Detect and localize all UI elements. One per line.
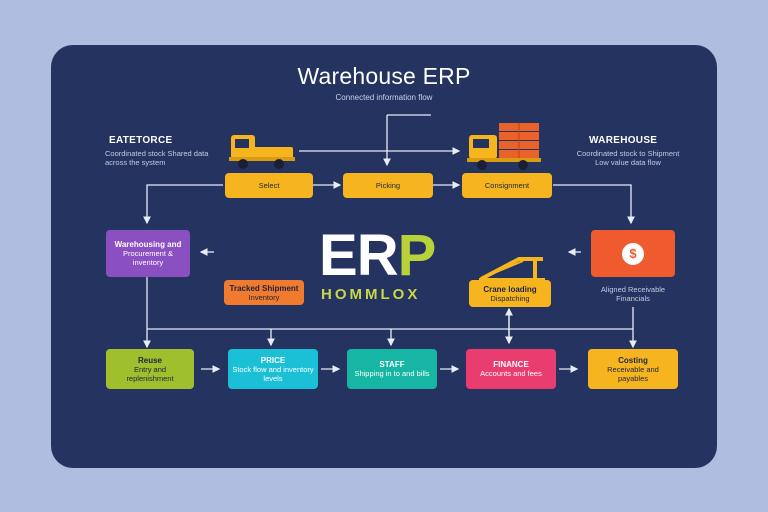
picking-step-label: Picking [375, 181, 401, 190]
erp-logo-letter: R [356, 223, 399, 288]
staff-box-desc: Shipping in to and bills [354, 369, 430, 378]
finance-box-title: FINANCE [493, 360, 529, 369]
finance-card-label-1: Aligned Receivable [600, 285, 666, 294]
price-box-desc: Stock flow and inventory levels [232, 364, 314, 383]
warehousing-card-desc: Procurement & inventory [122, 249, 174, 267]
warehousing-card: Warehousing and Procurement & inventory [106, 230, 190, 277]
tracked-shipment-desc: Inventory [248, 292, 280, 302]
reuse-box-desc: Entry and replenishment [126, 364, 174, 383]
erp-logo: ERP [319, 227, 436, 285]
left-section-title: EATETORCE [109, 135, 173, 146]
subtitle: Connected information flow [335, 93, 433, 102]
right-section-desc: Coordinated stock to Shipment Low value … [576, 149, 680, 167]
crane-icon [479, 257, 545, 282]
price-box-title: PRICE [260, 355, 286, 365]
right-section-title: WAREHOUSE [589, 135, 658, 146]
finance-card-label: Aligned Receivable Financials [577, 285, 689, 303]
price-box: PRICE Stock flow and inventory levels [228, 349, 318, 389]
connector-lines [143, 114, 637, 373]
erp-subtitle: HOMMLOX [321, 286, 421, 303]
crane-loading-desc: Dispatching [490, 293, 530, 303]
finance-card-label-2: Financials [616, 294, 650, 303]
crane-loading-box: Crane loading Dispatching [469, 280, 551, 307]
cargo-truck-icon [467, 123, 541, 170]
tracked-shipment-box: Tracked Shipment Inventory [224, 280, 304, 305]
costing-box: Costing Receivable and payables [588, 349, 678, 389]
finance-card: $ [591, 230, 675, 277]
staff-box-title: STAFF [379, 360, 405, 369]
dollar-symbol: $ [629, 246, 637, 261]
left-section-desc: Coordinated stock Shared data across the… [105, 149, 209, 167]
delivery-truck-icon [229, 135, 295, 169]
costing-box-title: Costing [618, 355, 648, 365]
erp-logo-letter: E [319, 223, 358, 288]
consignment-step-label: Consignment [484, 181, 530, 190]
staff-box: STAFF Shipping in to and bills [347, 349, 437, 389]
diagram-panel: Warehouse ERP Connected information flow… [51, 45, 717, 468]
finance-box: FINANCE Accounts and fees [466, 349, 556, 389]
finance-box-desc: Accounts and fees [480, 369, 542, 378]
tracked-shipment-title: Tracked Shipment [229, 283, 299, 293]
select-step-box: Select [225, 173, 313, 198]
reuse-box-title: Reuse [137, 355, 162, 365]
erp-logo-text: ERP [319, 223, 437, 288]
dollar-icon: $ [622, 242, 644, 265]
page-title: Warehouse ERP [297, 63, 471, 89]
consignment-step-box: Consignment [462, 173, 552, 198]
select-step-label: Select [258, 181, 280, 190]
reuse-box: Reuse Entry and replenishment [106, 349, 194, 389]
costing-box-desc: Receivable and payables [607, 364, 659, 383]
picking-step-box: Picking [343, 173, 433, 198]
warehousing-card-title: Warehousing and [114, 240, 182, 249]
erp-logo-letter: P [397, 223, 437, 288]
crane-loading-title: Crane loading [483, 284, 537, 294]
